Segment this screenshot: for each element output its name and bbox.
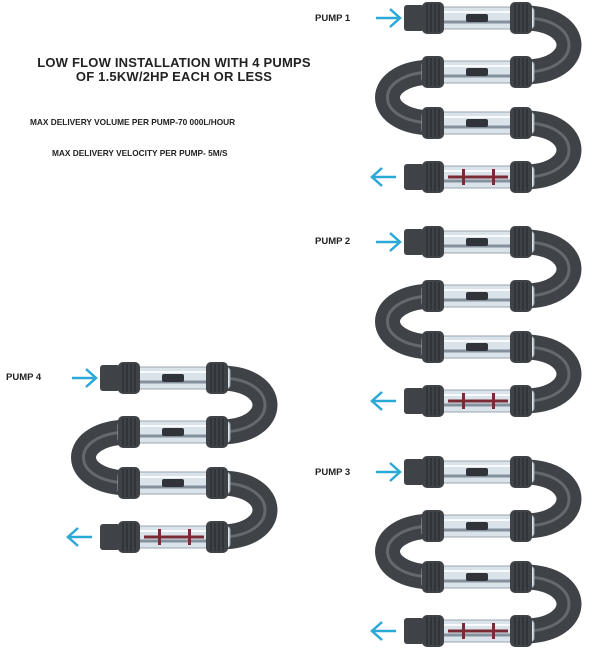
open-pipe-end — [404, 388, 424, 414]
pipe-coupling — [118, 467, 140, 499]
inlet-arrow-head — [389, 462, 402, 482]
pipe-coupling — [422, 385, 444, 417]
inlet-arrow-head — [389, 8, 402, 28]
outlet-arrow-head — [370, 391, 383, 411]
u-bend-highlight — [523, 345, 571, 403]
inner-element — [162, 374, 184, 382]
open-pipe-end — [404, 5, 424, 31]
pump-1-label: PUMP 1 — [315, 13, 351, 24]
pipe-coupling — [422, 161, 444, 193]
installation-title: LOW FLOW INSTALLATION WITH 4 PUMPS OF 1.… — [20, 56, 328, 84]
open-pipe-end — [404, 164, 424, 190]
u-bend-highlight — [523, 470, 571, 528]
electrode-post — [462, 623, 465, 639]
u-bend-highlight — [523, 575, 571, 633]
pump-3-pipe-unit — [370, 456, 582, 647]
outlet-arrow-head — [370, 167, 383, 187]
pump-2-pipe-unit — [370, 226, 582, 417]
u-bend-highlight — [523, 240, 571, 298]
pipe-coupling — [206, 467, 228, 499]
u-bend-highlight — [82, 430, 131, 485]
inner-element — [466, 468, 488, 476]
pipe-coupling — [510, 2, 532, 34]
pipe-coupling — [510, 385, 532, 417]
open-pipe-end — [404, 229, 424, 255]
pipe-coupling — [422, 615, 444, 647]
electrode-bar — [448, 629, 508, 633]
pipe-coupling — [510, 226, 532, 258]
max-delivery-volume-note: MAX DELIVERY VOLUME PER PUMP-70 000L/HOU… — [30, 117, 236, 127]
title-line-2: OF 1.5KW/2HP EACH OR LESS — [75, 69, 273, 84]
inner-element — [466, 343, 488, 351]
pipe-coupling — [422, 107, 444, 139]
inlet-arrow-head — [85, 368, 98, 388]
inner-element — [466, 14, 488, 22]
pipe-coupling — [422, 561, 444, 593]
pump-4-label: PUMP 4 — [6, 372, 42, 383]
pipe-coupling — [206, 416, 228, 448]
title-line-1: LOW FLOW INSTALLATION WITH 4 PUMPS — [37, 55, 311, 70]
pipe-coupling — [422, 2, 444, 34]
pipe-coupling — [206, 362, 228, 394]
pipe-coupling — [510, 510, 532, 542]
pipe-coupling — [206, 521, 228, 553]
electrode-post — [462, 169, 465, 185]
open-pipe-end — [404, 618, 424, 644]
open-pipe-end — [100, 524, 120, 550]
pipe-coupling — [510, 161, 532, 193]
pipe-coupling — [510, 107, 532, 139]
electrode-post — [158, 529, 161, 545]
electrode-post — [462, 393, 465, 409]
max-delivery-velocity-note: MAX DELIVERY VELOCITY PER PUMP- 5M/S — [52, 148, 228, 158]
pipe-coupling — [118, 416, 140, 448]
u-bend-highlight — [219, 481, 267, 539]
open-pipe-end — [100, 365, 120, 391]
pipe-coupling — [510, 331, 532, 363]
pipe-coupling — [510, 56, 532, 88]
pipe-coupling — [118, 362, 140, 394]
electrode-post — [492, 169, 495, 185]
electrode-post — [492, 623, 495, 639]
electrode-bar — [144, 535, 204, 539]
inlet-arrow-head — [389, 232, 402, 252]
inner-element — [466, 68, 488, 76]
inner-element — [466, 573, 488, 581]
pump-2-label: PUMP 2 — [315, 236, 351, 247]
pipe-coupling — [422, 510, 444, 542]
pipe-coupling — [510, 615, 532, 647]
inner-element — [466, 238, 488, 246]
u-bend-highlight — [523, 16, 571, 74]
pipe-coupling — [422, 331, 444, 363]
inner-element — [466, 119, 488, 127]
pump-3-label: PUMP 3 — [315, 467, 351, 478]
u-bend-highlight — [386, 524, 435, 579]
inner-element — [162, 479, 184, 487]
pipe-coupling — [422, 280, 444, 312]
outlet-arrow-head — [66, 527, 79, 547]
electrode-bar — [448, 399, 508, 403]
outlet-arrow-head — [370, 621, 383, 641]
u-bend-highlight — [386, 70, 435, 125]
inner-element — [466, 522, 488, 530]
pipe-coupling — [510, 280, 532, 312]
pipe-coupling — [422, 456, 444, 488]
pipe-coupling — [510, 561, 532, 593]
pipe-coupling — [422, 56, 444, 88]
pump-4-pipe-unit — [66, 362, 278, 553]
electrode-bar — [448, 175, 508, 179]
pipe-coupling — [422, 226, 444, 258]
pump-1-pipe-unit — [370, 2, 582, 193]
open-pipe-end — [404, 459, 424, 485]
pipe-coupling — [510, 456, 532, 488]
inner-element — [162, 428, 184, 436]
u-bend-highlight — [386, 294, 435, 349]
inner-element — [466, 292, 488, 300]
u-bend-highlight — [523, 121, 571, 179]
electrode-post — [188, 529, 191, 545]
pipe-coupling — [118, 521, 140, 553]
u-bend-highlight — [219, 376, 267, 434]
electrode-post — [492, 393, 495, 409]
